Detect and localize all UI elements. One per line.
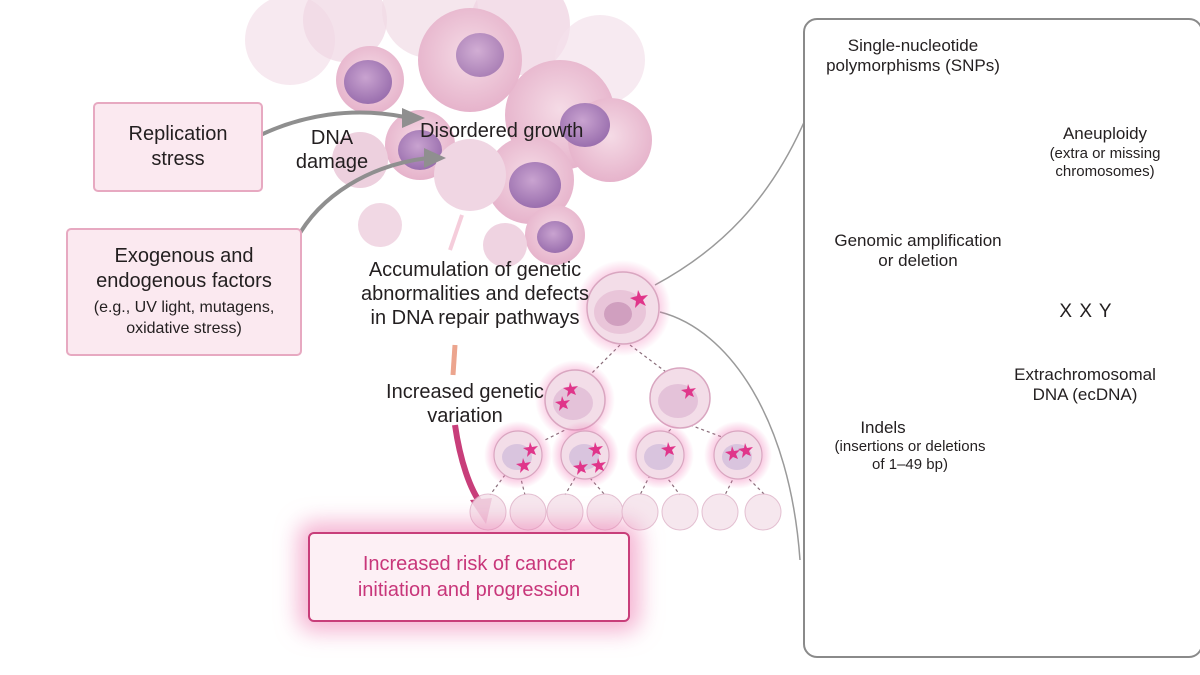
accumulation-label: Accumulation of genetic abnormalities an… — [361, 259, 589, 329]
replication-stress-box: Replication stress — [93, 102, 263, 192]
genomic-amplification-label: Genomic amplification or deletion — [834, 231, 1002, 271]
replication-stress-label: Replication stress — [128, 123, 228, 170]
genetic-variation-label: Increased genetic variation — [386, 381, 544, 427]
indels-description: (insertions or deletions of 1–49 bp) — [834, 438, 986, 473]
dna-damage-label: DNA damage — [295, 127, 369, 173]
cancer-risk-box: Increased risk of cancer initiation and … — [308, 532, 630, 622]
callout-lines — [654, 119, 806, 561]
ecdna-label: Extrachromosomal DNA (ecDNA) — [1014, 365, 1156, 405]
exogenous-factors-title: Exogenous and endogenous factors — [96, 245, 272, 293]
aneuploidy-title: Aneuploidy — [1062, 124, 1148, 143]
exogenous-factors-box: Exogenous and endogenous factors (e.g., … — [66, 228, 302, 356]
snps-label: Single-nucleotide polymorphisms (SNPs) — [826, 36, 1000, 76]
indels-title: Indels — [860, 418, 906, 437]
cancer-risk-label: Increased risk of cancer initiation and … — [357, 553, 581, 601]
xxy-label: X X Y — [1059, 301, 1113, 322]
lineage-tree — [469, 260, 782, 531]
aneuploidy-description: (extra or missing chromosomes) — [1049, 145, 1161, 180]
exogenous-factors-examples: (e.g., UV light, mutagens, oxidative str… — [93, 299, 275, 337]
cell-cluster — [245, 0, 652, 267]
disordered-growth-label: Disordered growth — [420, 120, 584, 142]
genetic-variation-panel — [803, 18, 1200, 658]
